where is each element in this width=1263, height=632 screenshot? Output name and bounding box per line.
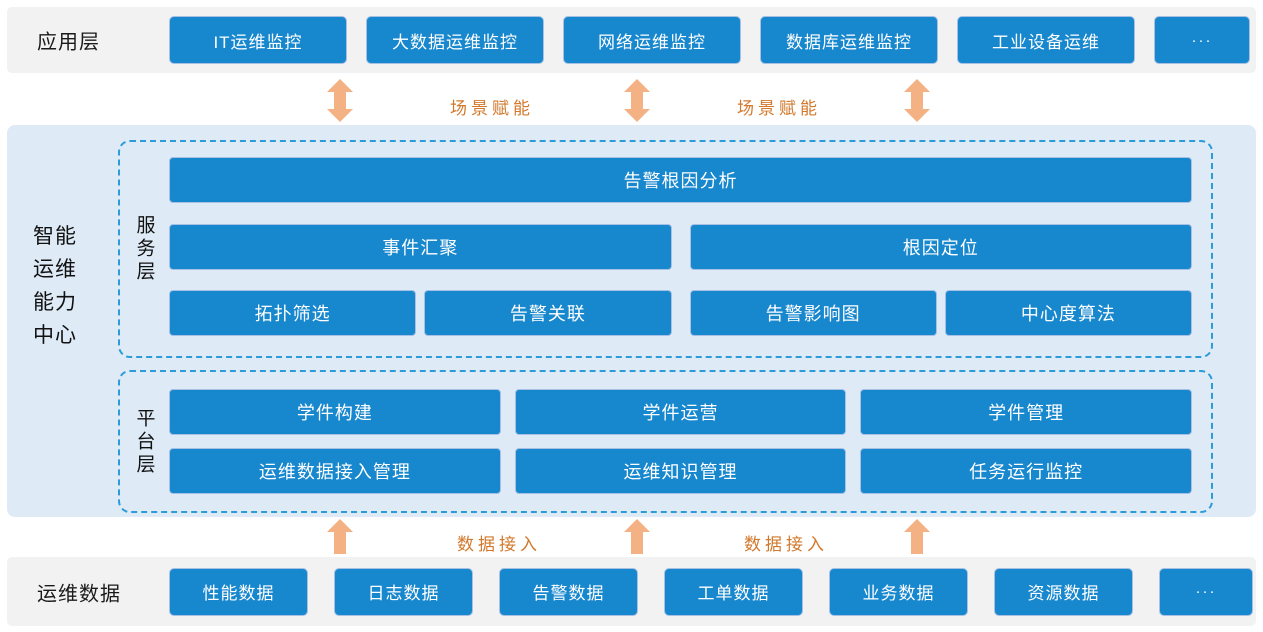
data-link-label: 数据接入 [744,535,828,554]
arrow-head-down [904,109,930,122]
platform-layer-group: 平 台 层 学件构建 学件运营 学件管理 运维数据接入管理 运维知识管理 任务运… [118,370,1213,513]
platform-box-ops-data-access-management: 运维数据接入管理 [169,448,501,494]
service-row-2: 事件汇聚 根因定位 [169,223,1192,270]
data-link-up-arrow-icon [327,519,353,554]
app-box-ellipsis: ··· [1154,16,1250,64]
arrow-stem [631,532,643,554]
data-box-performance-data: 性能数据 [169,567,308,616]
arrow-head-up [624,79,650,92]
arrow-head-down [327,109,353,122]
data-link-up-arrow-icon [904,519,930,554]
service-box-root-cause-location: 根因定位 [689,223,1192,270]
app-box-network-ops-monitoring: 网络运维监控 [563,16,741,64]
platform-layer-label-char: 台 [136,431,156,452]
arrow-head-up [904,79,930,92]
service-layer-label-char: 服 [136,215,156,237]
app-box-bigdata-ops-monitoring: 大数据运维监控 [366,16,544,64]
capability-center-label-line: 中心 [33,324,77,347]
data-box-business-data: 业务数据 [829,567,968,616]
arrow-stem [631,92,643,109]
scene-link-double-arrow-icon [904,79,930,122]
scene-link-label: 场景赋能 [737,99,821,118]
data-layer-strip: 运维数据 性能数据 日志数据 告警数据 工单数据 业务数据 资源数据 ··· [7,557,1256,626]
capability-center-label-line: 运维 [33,258,77,281]
service-box-alarm-impact-graph: 告警影响图 [689,290,937,336]
application-layer-boxes: IT运维监控 大数据运维监控 网络运维监控 数据库运维监控 工业设备运维 ··· [169,7,1250,73]
data-layer-label: 运维数据 [37,583,121,605]
service-layer-label-char: 层 [136,261,156,283]
application-layer-label: 应用层 [37,31,100,54]
capability-center-label: 智能 运维 能力 中心 [33,220,77,352]
platform-layer-rows: 学件构建 学件运营 学件管理 运维数据接入管理 运维知识管理 任务运行监控 [169,372,1193,511]
platform-box-learnware-operation: 学件运营 [514,389,847,435]
arrow-head-up [327,519,353,532]
arrow-stem [911,532,923,554]
platform-layer-label-char: 层 [136,454,156,475]
arrow-head-down [624,109,650,122]
platform-layer-label: 平 台 层 [133,407,159,476]
data-box-ticket-data: 工单数据 [664,567,803,616]
arrow-stem [334,532,346,554]
service-box-topology-filtering: 拓扑筛选 [169,290,417,336]
data-link-label: 数据接入 [457,535,541,554]
service-row-3-left-pair: 拓扑筛选 告警关联 [169,290,672,336]
app-box-it-ops-monitoring: IT运维监控 [169,16,347,64]
platform-row-2: 运维数据接入管理 运维知识管理 任务运行监控 [169,448,1193,494]
arrow-head-up [327,79,353,92]
platform-box-learnware-management: 学件管理 [860,389,1193,435]
service-layer-rows: 告警根因分析 事件汇聚 根因定位 拓扑筛选 告警关联 告警影响图 中心度算法 [169,142,1192,356]
service-row-3-right-pair: 告警影响图 中心度算法 [689,290,1192,336]
capability-center-label-line: 能力 [33,291,77,314]
scene-link-double-arrow-icon [327,79,353,122]
arrow-head-up [904,519,930,532]
platform-box-ops-knowledge-management: 运维知识管理 [514,448,847,494]
data-box-ellipsis: ··· [1159,567,1253,616]
platform-box-task-run-monitoring: 任务运行监控 [860,448,1193,494]
service-layer-label-char: 务 [136,238,156,260]
arrow-stem [911,92,923,109]
data-box-alarm-data: 告警数据 [499,567,638,616]
service-row-3: 拓扑筛选 告警关联 告警影响图 中心度算法 [169,290,1192,336]
data-link-up-arrow-icon [624,519,650,554]
service-box-alarm-correlation: 告警关联 [424,290,672,336]
application-layer-strip: 应用层 IT运维监控 大数据运维监控 网络运维监控 数据库运维监控 工业设备运维… [7,7,1256,73]
data-layer-boxes: 性能数据 日志数据 告警数据 工单数据 业务数据 资源数据 ··· [169,557,1253,626]
service-box-alarm-root-cause-analysis: 告警根因分析 [169,157,1192,203]
data-box-log-data: 日志数据 [334,567,473,616]
service-layer-group: 服 务 层 告警根因分析 事件汇聚 根因定位 拓扑筛选 告警关联 [118,140,1213,358]
service-box-event-aggregation: 事件汇聚 [169,223,672,270]
capability-center-label-line: 智能 [33,225,77,248]
capability-center-panel: 智能 运维 能力 中心 服 务 层 告警根因分析 事件汇聚 根因定位 [7,125,1256,517]
app-box-database-ops-monitoring: 数据库运维监控 [760,16,938,64]
platform-row-1: 学件构建 学件运营 学件管理 [169,389,1193,435]
service-layer-label: 服 务 层 [133,215,159,284]
data-box-resource-data: 资源数据 [994,567,1133,616]
arrow-head-up [624,519,650,532]
scene-link-label: 场景赋能 [450,99,534,118]
app-box-industrial-equipment-ops: 工业设备运维 [957,16,1135,64]
service-row-1: 告警根因分析 [169,157,1192,203]
arrow-stem [334,92,346,109]
service-box-centrality-algorithm: 中心度算法 [944,290,1192,336]
scene-link-double-arrow-icon [624,79,650,122]
platform-box-learnware-build: 学件构建 [169,389,501,435]
platform-layer-label-char: 平 [136,408,156,429]
